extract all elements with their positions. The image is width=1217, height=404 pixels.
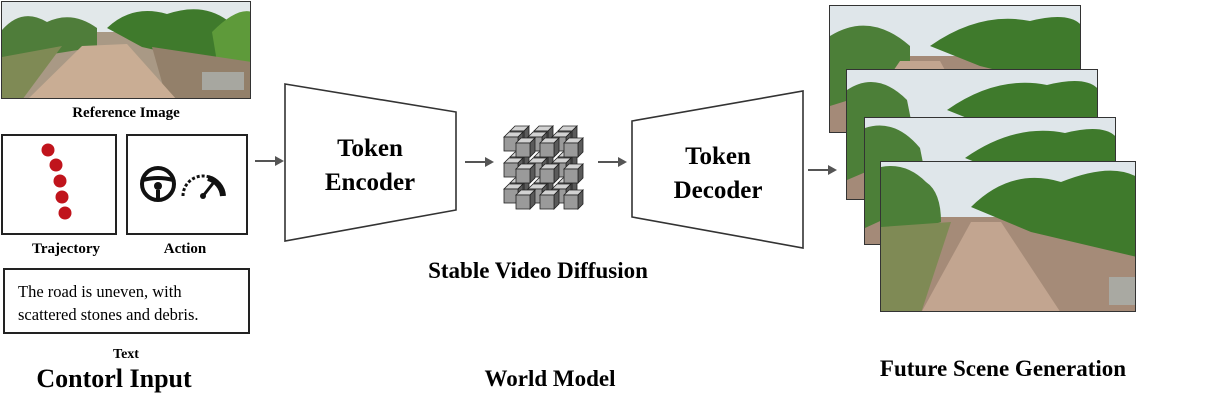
- steering-wheel-icon: [140, 166, 176, 202]
- control-input-title: Contorl Input: [36, 364, 192, 393]
- reference-image-label: Reference Image: [72, 105, 180, 121]
- future-frame: [880, 161, 1136, 312]
- text-label: Text: [113, 347, 139, 362]
- text-prompt: The road is uneven, with scattered stone…: [18, 280, 199, 326]
- token-decoder-line: Decoder: [673, 177, 763, 204]
- token-encoder-label: Token Encoder: [300, 132, 440, 200]
- action-label: Action: [163, 241, 207, 257]
- token-decoder-shape: [631, 90, 804, 249]
- arrow-icon: [255, 156, 284, 166]
- token-decoder-line: Token: [685, 143, 751, 170]
- speedometer-icon: [181, 174, 226, 199]
- arrow-icon: [808, 165, 837, 175]
- future-scene-title: Future Scene Generation: [879, 356, 1127, 381]
- arrow-icon: [465, 157, 494, 167]
- action-box: [126, 134, 248, 235]
- trajectory-point: [55, 190, 69, 204]
- reference-image: [1, 1, 251, 99]
- token-decoder-label: Token Decoder: [648, 140, 788, 208]
- trajectory-plot: [41, 143, 72, 220]
- trajectory-point: [53, 174, 67, 188]
- arrow-icon: [598, 157, 627, 167]
- trajectory-point: [58, 206, 72, 220]
- token-encoder-line: Token: [337, 135, 403, 162]
- world-model-title: World Model: [484, 366, 616, 391]
- token-encoder-shape: [284, 83, 457, 242]
- text-prompt-line: scattered stones and debris.: [18, 305, 199, 324]
- trajectory-point: [41, 143, 55, 157]
- token-cube-icon: [503, 125, 584, 210]
- trajectory-label: Trajectory: [31, 241, 100, 257]
- trajectory-point: [49, 158, 63, 172]
- trajectory-box: [1, 134, 117, 235]
- text-prompt-box: The road is uneven, with scattered stone…: [3, 268, 250, 334]
- text-prompt-line: The road is uneven, with: [18, 282, 182, 301]
- token-encoder-line: Encoder: [324, 169, 416, 196]
- stable-video-diffusion-label: Stable Video Diffusion: [428, 258, 648, 283]
